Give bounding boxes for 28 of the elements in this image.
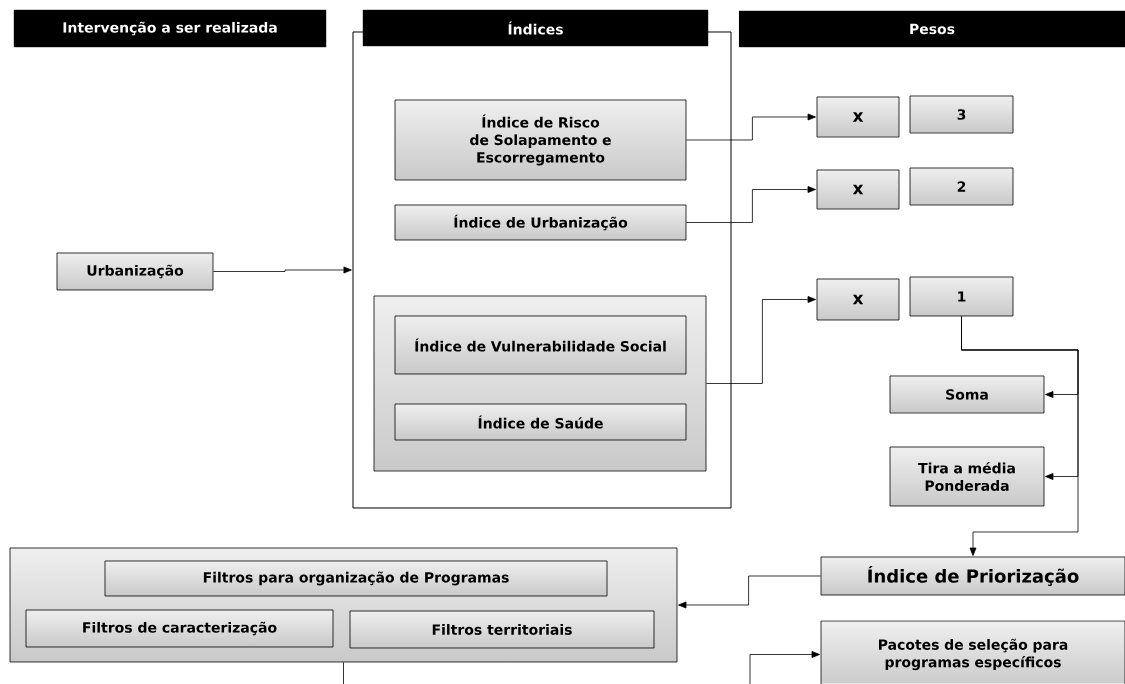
process-box: Filtros para organização de Programas xyxy=(104,560,608,597)
arrow xyxy=(686,113,816,141)
arrow xyxy=(686,186,816,223)
header-band: Índices xyxy=(362,9,709,47)
header-band: Pesos xyxy=(738,10,1125,48)
process-box: Filtros territoriais xyxy=(349,610,655,649)
arrow xyxy=(749,651,820,684)
header-band: Intervenção a ser realizada xyxy=(13,9,327,48)
process-box: Soma xyxy=(889,375,1045,414)
process-box: Índice de Priorização xyxy=(820,556,1125,596)
process-box: Pacotes de seleção para programas específicos xyxy=(820,620,1125,684)
process-box: Urbanização xyxy=(56,252,214,291)
process-box: Índice de Urbanização xyxy=(394,204,687,241)
process-box: x xyxy=(816,96,900,138)
process-box: Filtros de caracterização xyxy=(25,609,334,648)
process-box: Índice de Vulnerabilidade Social xyxy=(394,315,687,375)
process-box: 2 xyxy=(909,167,1014,206)
arrow xyxy=(706,296,816,384)
process-box: x xyxy=(816,278,900,321)
arrow xyxy=(678,575,821,609)
process-box: Tira a média Ponderada xyxy=(889,446,1045,507)
arrow xyxy=(961,316,1079,556)
process-box: 1 xyxy=(909,276,1014,317)
arrow xyxy=(213,266,352,274)
process-box: x xyxy=(816,169,900,210)
process-box: 3 xyxy=(909,95,1014,134)
process-box: Índice de Risco de Solapamento e Escorregamento xyxy=(394,99,687,181)
process-box: Índice de Saúde xyxy=(394,403,687,441)
